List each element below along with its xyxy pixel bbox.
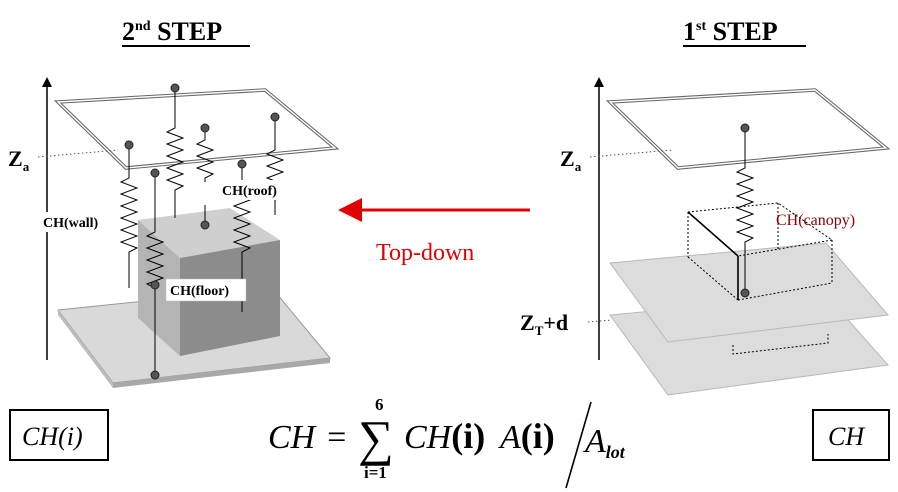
second-step-za-label: Za (8, 146, 30, 174)
equation-sigma: ∑ (358, 410, 394, 466)
label-roof: CH(roof) (222, 184, 277, 199)
top-down-arrow-head (338, 198, 362, 222)
spring-wall-left (119, 145, 139, 288)
first-step-zt-dotted-line (587, 319, 613, 323)
first-step-za-dotted-line (589, 149, 673, 158)
ch-i-box (9, 409, 109, 461)
ch-box-label: CH (828, 422, 865, 451)
label-wall-bg (40, 212, 112, 232)
first-step-zt-label: ZT+d (520, 310, 568, 338)
first-step-lower-footprint (732, 334, 829, 355)
first-step-panel: 1st STEP Za Z (520, 17, 891, 461)
equation-sum-lower: i=1 (364, 463, 387, 482)
second-step-ground-edge-left (58, 310, 113, 388)
ch-box (812, 409, 890, 461)
label-floor-bg (165, 278, 247, 302)
spring-floor (145, 173, 165, 375)
equation-term-a: A(i) (498, 416, 555, 456)
top-down-arrow: Top-down (338, 198, 530, 266)
label-wall: CH(wall) (43, 216, 99, 231)
equation-sum-upper: 6 (375, 395, 384, 414)
equation-lhs: CH (268, 419, 318, 456)
second-step-spring-nodes (124, 83, 280, 380)
equation-term-ch: CH(i) (404, 416, 485, 456)
canopy-box (687, 202, 834, 301)
second-step-heading: 2nd STEP (122, 17, 222, 46)
first-step-heading: 1st STEP (683, 17, 778, 46)
spring-far-right (265, 117, 285, 215)
ch-i-box-label: CH(i) (22, 422, 83, 451)
label-canopy: CH(canopy) (776, 212, 855, 229)
second-step-panel: 2nd STEP (8, 17, 340, 461)
first-step-za-label: Za (560, 146, 582, 174)
label-floor: CH(floor) (170, 284, 229, 299)
label-roof-bg (218, 180, 292, 200)
building-side-wall (138, 220, 180, 356)
top-down-label: Top-down (376, 240, 474, 266)
equation-division-slash (565, 401, 592, 489)
spring-canopy (735, 128, 755, 293)
second-step-ground-edge-front (113, 358, 330, 388)
second-step-za-dotted-line (37, 149, 119, 158)
spring-center (165, 88, 185, 218)
spring-roof (195, 128, 215, 182)
equation-equals: = (325, 419, 348, 456)
equation-denominator: Alot (583, 423, 626, 462)
equation: CH = 6 ∑ i=1 CH(i) A(i) Alot (268, 395, 626, 489)
